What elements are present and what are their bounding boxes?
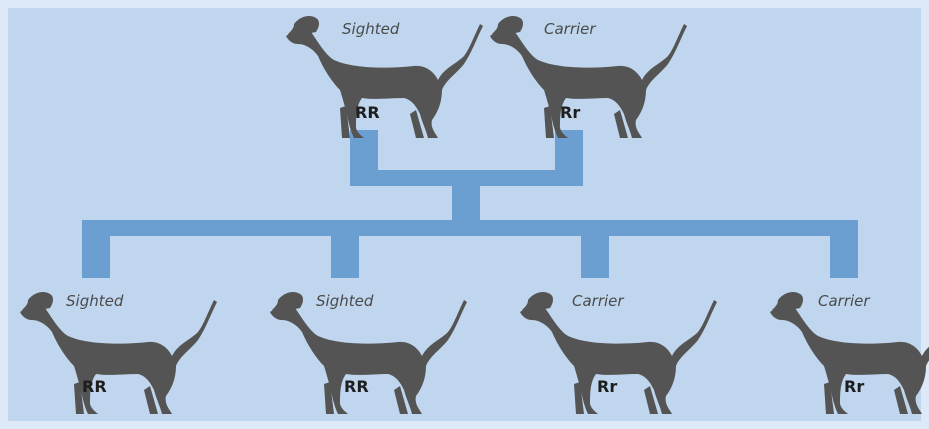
pedigree-connectors xyxy=(82,130,858,278)
offspring-1-phenotype: Sighted xyxy=(66,292,124,310)
offspring-1: Sighted RR xyxy=(20,292,217,414)
offspring2-drop-line xyxy=(331,236,359,278)
parents-join-line xyxy=(350,170,583,186)
greyhound-silhouette-icon xyxy=(20,292,217,414)
offspring-4-genotype: Rr xyxy=(844,377,864,396)
offspring3-drop-line xyxy=(581,236,609,278)
offspring-1-genotype: RR xyxy=(82,377,107,396)
parent-1-genotype: RR xyxy=(355,103,380,122)
offspring-4: Carrier Rr xyxy=(770,292,929,414)
parent-2: Carrier Rr xyxy=(490,16,687,138)
offspring-4-phenotype: Carrier xyxy=(818,292,870,310)
offspring-3-phenotype: Carrier xyxy=(572,292,624,310)
offspring4-drop-line xyxy=(830,236,858,278)
offspring1-drop-line xyxy=(82,236,110,278)
offspring-2-genotype: RR xyxy=(344,377,369,396)
offspring-bar xyxy=(82,220,858,236)
parent-1: Sighted RR xyxy=(286,16,483,138)
parent-2-phenotype: Carrier xyxy=(544,20,596,38)
greyhound-silhouette-icon xyxy=(520,292,717,414)
parent-2-genotype: Rr xyxy=(560,103,580,122)
offspring-3-genotype: Rr xyxy=(597,377,617,396)
offspring-3: Carrier Rr xyxy=(520,292,717,414)
parent-1-phenotype: Sighted xyxy=(342,20,400,38)
trunk-line xyxy=(452,186,480,222)
offspring-2: Sighted RR xyxy=(270,292,467,414)
offspring-2-phenotype: Sighted xyxy=(316,292,374,310)
